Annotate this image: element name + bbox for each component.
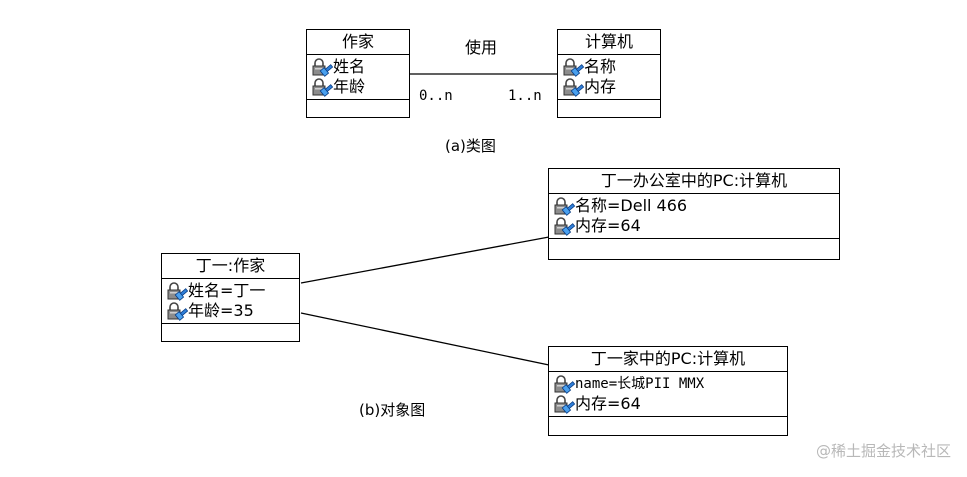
attribute-row: 名称 bbox=[562, 57, 660, 77]
lock-key-icon bbox=[553, 374, 576, 394]
lock-key-icon bbox=[562, 77, 585, 97]
operation-compartment bbox=[549, 239, 839, 255]
computer-class-box[interactable]: 计算机 名称 内存 bbox=[557, 29, 661, 118]
attribute-compartment: name=长城PII MMX 内存=64 bbox=[549, 372, 787, 417]
attribute-row: 内存 bbox=[562, 77, 660, 97]
object-name: 丁一:作家 bbox=[162, 254, 299, 279]
attribute-compartment: 名称 内存 bbox=[558, 55, 660, 100]
lock-key-icon bbox=[553, 216, 576, 236]
link-writer-home-pc bbox=[300, 312, 550, 366]
watermark: @稀土掘金技术社区 bbox=[815, 442, 951, 460]
attribute-compartment: 姓名=丁一 年龄=35 bbox=[162, 279, 299, 324]
attribute-text: 内存 bbox=[584, 77, 617, 96]
object-name: 丁一家中的PC:计算机 bbox=[549, 347, 787, 372]
attribute-text: 内存=64 bbox=[575, 216, 641, 235]
lock-key-icon bbox=[311, 77, 334, 97]
attribute-text: 名称 bbox=[584, 57, 617, 76]
attribute-row: name=长城PII MMX bbox=[553, 374, 787, 394]
operation-compartment bbox=[162, 324, 299, 340]
lock-key-icon bbox=[553, 394, 576, 414]
operation-compartment bbox=[549, 417, 787, 433]
class-name: 计算机 bbox=[558, 30, 660, 55]
lock-key-icon bbox=[166, 301, 189, 321]
attribute-row: 姓名 bbox=[311, 57, 409, 77]
object-name: 丁一办公室中的PC:计算机 bbox=[549, 169, 839, 194]
home-pc-object-box[interactable]: 丁一家中的PC:计算机 name=长城PII MMX 内存=64 bbox=[548, 346, 788, 436]
lock-key-icon bbox=[311, 57, 334, 77]
lock-key-icon bbox=[553, 196, 576, 216]
operation-compartment bbox=[558, 100, 660, 116]
class-name: 作家 bbox=[307, 30, 409, 55]
office-pc-object-box[interactable]: 丁一办公室中的PC:计算机 名称=Dell 466 内存=64 bbox=[548, 168, 840, 260]
lock-key-icon bbox=[166, 281, 189, 301]
writer-object-box[interactable]: 丁一:作家 姓名=丁一 年龄=35 bbox=[161, 253, 300, 342]
attribute-row: 内存=64 bbox=[553, 216, 839, 236]
attribute-text: 年龄 bbox=[333, 77, 366, 96]
object-diagram-caption: (b)对象图 bbox=[359, 401, 426, 419]
left-multiplicity: 0..n bbox=[419, 88, 453, 104]
operation-compartment bbox=[307, 100, 409, 116]
attribute-row: 姓名=丁一 bbox=[166, 281, 299, 301]
attribute-row: 年龄=35 bbox=[166, 301, 299, 321]
attribute-compartment: 名称=Dell 466 内存=64 bbox=[549, 194, 839, 239]
attribute-text: name=长城PII MMX bbox=[575, 376, 705, 392]
lock-key-icon bbox=[562, 57, 585, 77]
right-multiplicity: 1..n bbox=[508, 88, 542, 104]
attribute-text: 名称=Dell 466 bbox=[575, 196, 688, 215]
attribute-text: 姓名 bbox=[333, 57, 366, 76]
writer-class-box[interactable]: 作家 姓名 年龄 bbox=[306, 29, 410, 118]
attribute-row: 名称=Dell 466 bbox=[553, 196, 839, 216]
attribute-row: 年龄 bbox=[311, 77, 409, 97]
attribute-text: 年龄=35 bbox=[188, 301, 254, 320]
attribute-compartment: 姓名 年龄 bbox=[307, 55, 409, 100]
class-diagram-caption: (a)类图 bbox=[445, 137, 496, 155]
attribute-text: 内存=64 bbox=[575, 394, 641, 413]
association-label: 使用 bbox=[465, 38, 498, 57]
link-writer-office-pc bbox=[300, 236, 550, 284]
attribute-row: 内存=64 bbox=[553, 394, 787, 414]
attribute-text: 姓名=丁一 bbox=[188, 281, 266, 300]
